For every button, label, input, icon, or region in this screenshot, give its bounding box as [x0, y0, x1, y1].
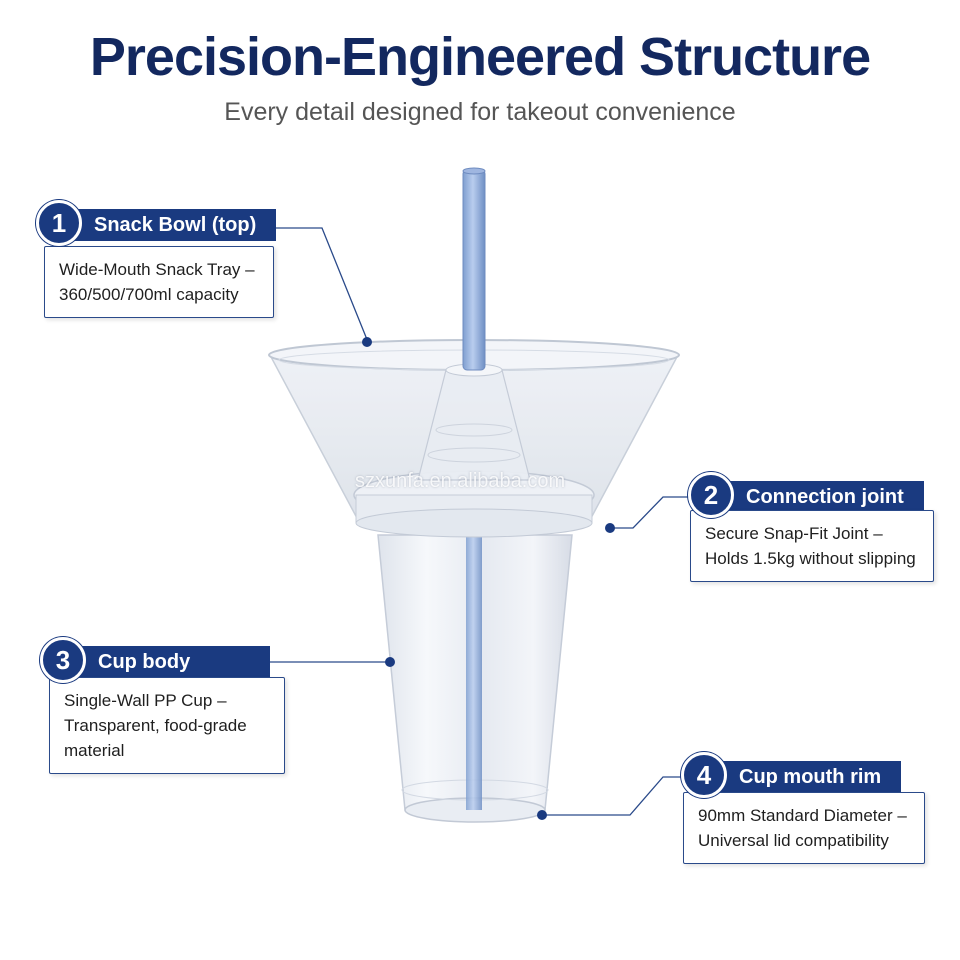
callout-cup-body: 3 Cup body Single-Wall PP Cup – Transpar… — [40, 637, 290, 785]
description-line: Wide-Mouth Snack Tray – — [59, 260, 255, 279]
callout-number-badge: 1 — [36, 200, 82, 246]
description-line: Universal lid compatibility — [698, 831, 889, 850]
callout-label: Snack Bowl (top) — [68, 209, 277, 241]
callout-number-badge: 3 — [40, 637, 86, 683]
callout-number-badge: 4 — [681, 752, 727, 798]
callout-label: Cup mouth rim — [713, 761, 902, 793]
page-subtitle: Every detail designed for takeout conven… — [224, 98, 736, 126]
callout-description: Single-Wall PP Cup – Transparent, food-g… — [49, 677, 285, 774]
callout-snack-bowl: 1 Snack Bowl (top) Wide-Mouth Snack Tray… — [36, 200, 277, 332]
description-line: 360/500/700ml capacity — [59, 285, 239, 304]
callout-number-badge: 2 — [688, 472, 734, 518]
callout-label: Cup body — [72, 646, 271, 678]
callout-connection-joint: 2 Connection joint Secure Snap-Fit Joint… — [688, 472, 938, 604]
callout-description: 90mm Standard Diameter – Universal lid c… — [683, 792, 925, 864]
leader-line-4 — [542, 776, 683, 816]
straw-lower — [466, 520, 482, 810]
callout-cup-mouth-rim: 4 Cup mouth rim 90mm Standard Diameter –… — [681, 752, 931, 884]
callout-description: Wide-Mouth Snack Tray – 360/500/700ml ca… — [44, 246, 274, 318]
leader-line-1 — [268, 227, 369, 343]
leader-dot-4 — [537, 810, 547, 820]
leader-dot-2 — [605, 523, 615, 533]
page-title: Precision-Engineered Structure — [89, 27, 871, 87]
callout-description: Secure Snap-Fit Joint – Holds 1.5kg with… — [690, 510, 934, 582]
leader-dot-3 — [385, 657, 395, 667]
description-line: Transparent, food-grade — [64, 716, 247, 735]
description-line: Single-Wall PP Cup – — [64, 691, 227, 710]
callout-label: Connection joint — [720, 481, 924, 513]
watermark: szxunfa.en.alibaba.com — [355, 470, 566, 492]
description-line: 90mm Standard Diameter – — [698, 806, 907, 825]
straw-upper — [462, 169, 486, 371]
description-line: Secure Snap-Fit Joint – — [705, 524, 883, 543]
leader-line-2 — [610, 496, 690, 529]
description-line: Holds 1.5kg without slipping — [705, 549, 916, 568]
description-line: material — [64, 741, 125, 760]
leader-dot-1 — [362, 337, 372, 347]
